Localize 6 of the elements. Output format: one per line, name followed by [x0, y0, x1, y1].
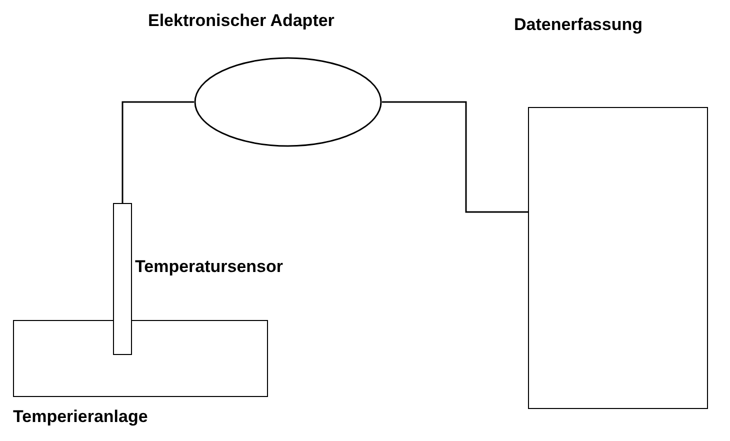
component-label: Elektronischer Adapter: [148, 11, 334, 31]
connecting-wire: [122, 101, 194, 203]
connecting-wire: [382, 101, 528, 213]
component-label: Temperatursensor: [135, 257, 284, 277]
component-label: Datenerfassung: [514, 15, 642, 35]
component-label: Temperieranlage: [13, 407, 148, 427]
